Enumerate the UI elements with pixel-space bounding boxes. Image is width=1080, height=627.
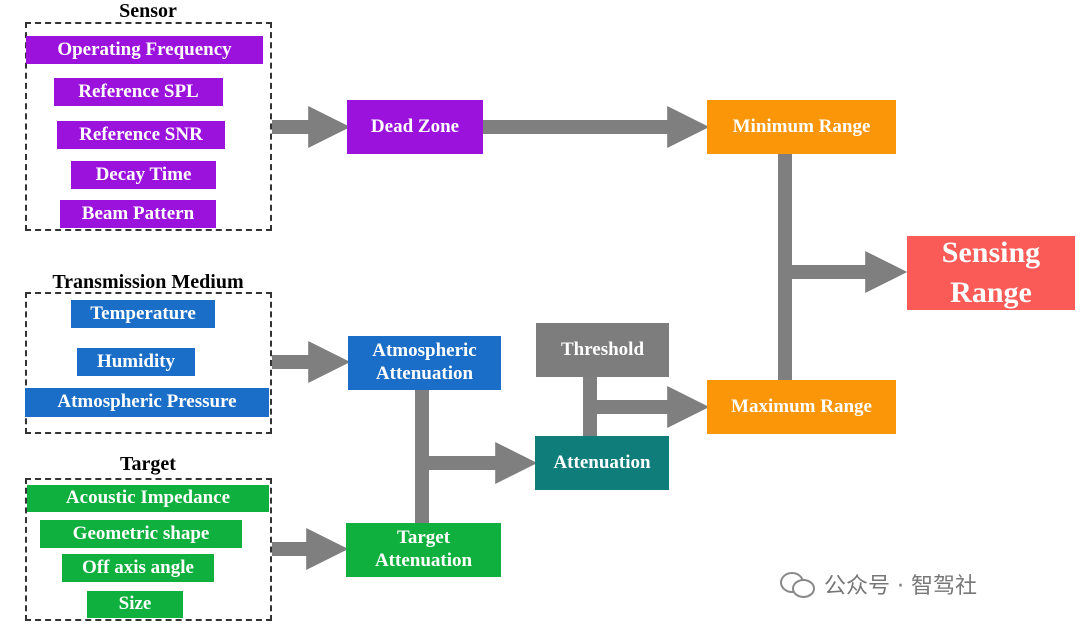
- dead-zone-node: Dead Zone: [347, 100, 483, 154]
- operating-frequency-box: Operating Frequency: [26, 36, 263, 64]
- maximum-range-node: Maximum Range: [707, 380, 896, 434]
- off-axis-angle-box: Off axis angle: [62, 554, 214, 582]
- minimum-range-node: Minimum Range: [707, 100, 896, 154]
- watermark-text: 公众号 · 智驾社: [824, 574, 977, 599]
- wechat-icon: [780, 570, 816, 598]
- sensor-group: [25, 22, 272, 231]
- medium-group-title: Transmission Medium: [52, 271, 244, 293]
- target-attenuation-node: Target Attenuation: [346, 523, 501, 577]
- temperature-box: Temperature: [71, 300, 215, 328]
- geometric-shape-box: Geometric shape: [40, 520, 242, 548]
- acoustic-impedance-box: Acoustic Impedance: [27, 485, 269, 512]
- atmospheric-attenuation-node: Atmospheric Attenuation: [348, 336, 501, 390]
- atmospheric-pressure-box: Atmospheric Pressure: [25, 388, 269, 417]
- reference-snr-box: Reference SNR: [57, 121, 225, 149]
- medium-group: [25, 292, 272, 434]
- target-group-title: Target: [120, 453, 176, 475]
- humidity-box: Humidity: [77, 348, 195, 376]
- attenuation-node: Attenuation: [535, 436, 669, 490]
- beam-pattern-box: Beam Pattern: [60, 200, 216, 228]
- sensor-group-title: Sensor: [119, 0, 177, 22]
- threshold-node: Threshold: [536, 323, 669, 377]
- reference-spl-box: Reference SPL: [54, 78, 223, 106]
- watermark: 公众号 · 智驾社: [780, 564, 977, 604]
- size-box: Size: [87, 591, 183, 618]
- target-group: [25, 478, 272, 621]
- sensing-range-node: Sensing Range: [907, 236, 1075, 310]
- decay-time-box: Decay Time: [71, 161, 216, 189]
